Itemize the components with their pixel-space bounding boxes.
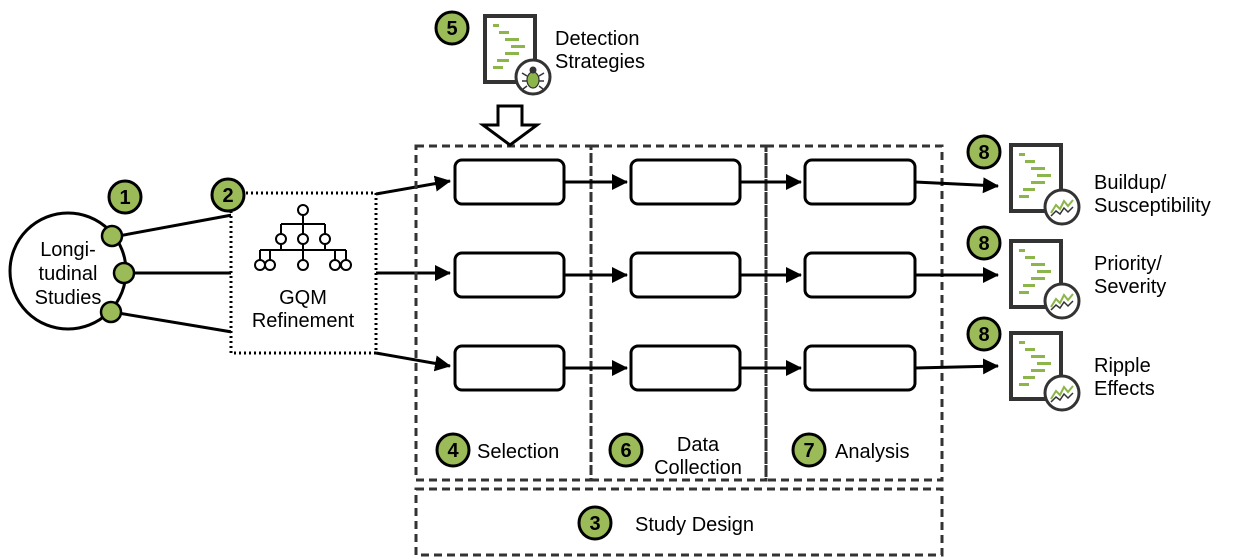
gqm-label-line2: Refinement [252,310,355,332]
output-report-icon-2 [1009,239,1081,320]
badge-1: 1 [107,179,143,215]
selection-box-row3 [453,344,566,392]
gqm-label-line1: GQM [279,287,327,309]
output-3-label-line1: Ripple [1094,355,1151,377]
gqm-to-selection-arrows [375,175,451,372]
detection-label-line1: Detection [555,28,640,50]
badge-2: 2 [210,177,246,213]
detection-label-line2: Strategies [555,51,645,73]
output-report-icon-3 [1009,331,1081,412]
hierarchy-tree-icon [254,204,352,271]
selection-box-row1 [453,158,566,206]
data-collection-label-line1: Data [677,434,720,456]
badge-8-ripple: 8 [966,316,1002,352]
detection-strategies-icon [483,14,552,96]
step-badges: 1 2 3 4 5 6 7 8 [107,10,1002,541]
analysis-box-row3 [803,344,917,392]
badge-5: 5 [434,10,470,46]
analysis-box-row2 [803,251,917,299]
gqm-refinement-box: GQM Refinement [229,191,378,355]
badge-4: 4 [435,432,471,468]
analysis-label: Analysis [835,441,909,463]
circle-label-line1: Longi- [40,239,96,261]
output-2-label-line2: Severity [1094,276,1166,298]
detection-down-arrow [478,104,542,147]
badge-7: 7 [791,432,827,468]
svg-text:2: 2 [222,185,233,207]
circle-label-line2: tudinal [39,263,98,285]
svg-text:3: 3 [589,513,600,535]
process-boxes [453,158,917,392]
badge-3: 3 [577,505,613,541]
collection-box-row1 [629,158,742,206]
output-1-label-line1: Buildup/ [1094,172,1167,194]
svg-text:5: 5 [446,18,457,40]
output-1-label-line2: Susceptibility [1094,195,1211,217]
circle-to-gqm-connectors [111,213,233,334]
badge-8-priority: 8 [966,225,1002,261]
collection-box-row3 [629,344,742,392]
selection-label: Selection [477,441,559,463]
svg-text:4: 4 [447,440,459,462]
collection-box-row2 [629,251,742,299]
circle-port-dots [99,224,136,324]
output-report-icon-1 [1009,143,1081,226]
svg-text:8: 8 [978,142,989,164]
flow-arrows [564,174,999,376]
badge-8-buildup: 8 [966,134,1002,170]
svg-text:8: 8 [978,233,989,255]
output-2-label-line1: Priority/ [1094,253,1162,275]
svg-text:7: 7 [803,440,814,462]
bug-icon [521,66,545,90]
study-design-label: Study Design [635,514,754,536]
analysis-box-row1 [803,158,917,206]
output-3-label-line2: Effects [1094,378,1155,400]
analysis-phase-container [764,144,944,482]
svg-text:8: 8 [978,324,989,346]
circle-label-line3: Studies [35,287,102,309]
badge-6: 6 [608,432,644,468]
phase-containers [414,144,944,557]
svg-text:6: 6 [620,440,631,462]
selection-box-row2 [453,251,566,299]
svg-text:1: 1 [119,187,130,209]
study-design-container [414,487,944,557]
data-collection-label-line2: Collection [654,457,742,479]
